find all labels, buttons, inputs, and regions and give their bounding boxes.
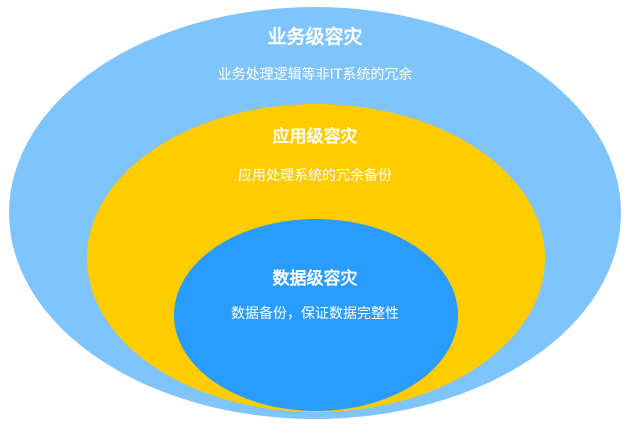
business-level-title: 业务级容灾 [267, 26, 363, 48]
application-level-description: 应用处理系统的冗余备份 [238, 168, 392, 184]
application-level-title: 应用级容灾 [272, 127, 358, 147]
data-level-title: 数据级容灾 [272, 269, 358, 289]
data-level-description: 数据备份，保证数据完整性 [231, 306, 399, 322]
data-level-ellipse [174, 219, 458, 411]
business-level-description: 业务处理逻辑等非IT系统的冗余 [217, 67, 413, 83]
